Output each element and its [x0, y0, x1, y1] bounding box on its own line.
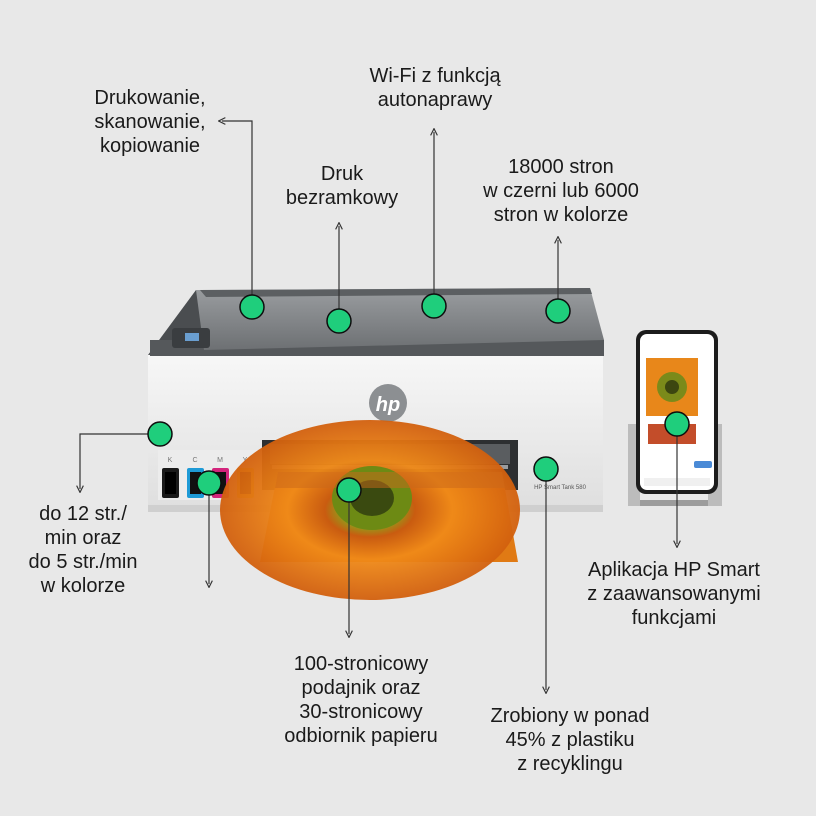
marker-speed: [147, 421, 173, 447]
model-label: HP Smart Tank 580: [534, 485, 586, 491]
svg-text:K: K: [168, 457, 173, 464]
marker-tray: [336, 477, 362, 503]
line-print-scan-copy: [222, 121, 253, 307]
scanner-lid: [196, 288, 604, 350]
leader-lines: [80, 121, 677, 690]
svg-text:C: C: [192, 457, 197, 464]
printed-photo: [220, 420, 520, 600]
svg-text:hp: hp: [376, 394, 400, 416]
marker-wifi: [421, 293, 447, 319]
marker-yield: [545, 298, 571, 324]
marker-print-scan-copy: [239, 294, 265, 320]
line-speed: [80, 433, 160, 489]
printer: hp HP Smart Tank 580 K C M Y: [148, 288, 604, 600]
feature-markers: [147, 293, 690, 503]
marker-tank: [196, 470, 222, 496]
label-print-scan-copy: Drukowanie,skanowanie,kopiowanie: [94, 87, 206, 157]
svg-text:M: M: [217, 457, 223, 464]
marker-borderless: [326, 308, 352, 334]
marker-recycled: [533, 456, 559, 482]
hp-logo: hp: [369, 384, 407, 422]
marker-app: [664, 411, 690, 437]
